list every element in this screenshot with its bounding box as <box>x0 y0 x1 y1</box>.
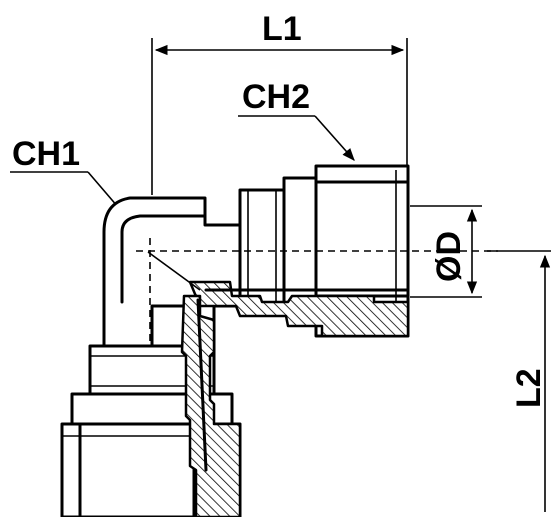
ch2-callout: CH2 <box>238 78 355 161</box>
l1-label: L1 <box>262 10 302 48</box>
dimension-od: ØD <box>410 205 482 298</box>
elbow-body <box>102 196 242 354</box>
l2-label: L2 <box>510 368 548 408</box>
ch2-label: CH2 <box>242 78 310 116</box>
section-lower <box>180 294 242 517</box>
ch1-callout: CH1 <box>10 135 125 215</box>
section-right <box>188 280 410 338</box>
od-label: ØD <box>430 231 468 282</box>
dimension-l1: L1 <box>151 10 408 195</box>
dimension-l2: L2 <box>487 250 551 512</box>
ch1-label: CH1 <box>12 135 80 173</box>
